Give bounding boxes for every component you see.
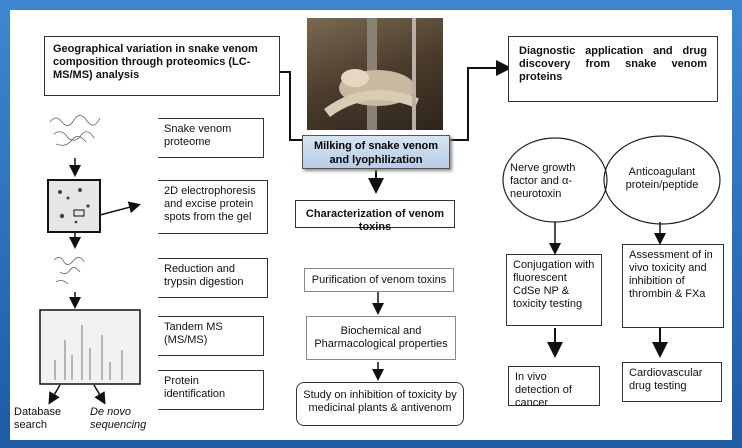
electrophoresis-text: 2D electrophoresis and excise protein sp… bbox=[164, 185, 256, 223]
denovo-label: De novo sequencing bbox=[90, 406, 147, 431]
inhibition-text: Study on inhibition of toxicity by medic… bbox=[303, 389, 457, 414]
inhibition-box: Study on inhibition of toxicity by medic… bbox=[296, 382, 464, 426]
snake-milking-photo bbox=[307, 18, 443, 130]
milking-to-diag-connector bbox=[450, 60, 512, 141]
biochemical-text: Biochemical and Pharmacological properti… bbox=[314, 325, 448, 350]
detection-box: In vivo detection of cancer bbox=[508, 366, 600, 409]
cardio-box: Cardiovascular drug testing bbox=[622, 362, 722, 402]
anticoag-text: Anticoagulant protein/peptide bbox=[625, 166, 699, 191]
anticoag-circle bbox=[603, 135, 721, 225]
milking-box: Milking of snake venom and lyophilizatio… bbox=[302, 135, 450, 169]
characterization-text: Characterization of venom toxins bbox=[305, 208, 445, 233]
proteome-sketch bbox=[49, 115, 101, 146]
spot-arrow bbox=[99, 201, 141, 216]
conjugation-box: Conjugation with fluorescent CdSe NP & t… bbox=[506, 254, 602, 326]
digest-sketch bbox=[53, 257, 85, 285]
database-search-label: Database search bbox=[14, 406, 62, 431]
protein-id-text: Protein identification bbox=[164, 375, 226, 400]
cardio-text: Cardiovascular drug testing bbox=[629, 367, 703, 392]
diagnostic-box: Diagnostic application and drug discover… bbox=[508, 36, 718, 102]
spectrum-peaks bbox=[54, 325, 123, 380]
geo-to-milking-connector bbox=[280, 71, 302, 141]
tandem-ms-box: Tandem MS (MS/MS) bbox=[158, 316, 264, 356]
db-arrow bbox=[48, 384, 61, 405]
gel-image bbox=[47, 179, 101, 233]
conjugation-text: Conjugation with fluorescent CdSe NP & t… bbox=[513, 259, 595, 310]
reduction-box: Reduction and trypsin digestion bbox=[158, 258, 268, 298]
ngf-circle bbox=[502, 137, 608, 223]
milking-text: Milking of snake venom and lyophilizatio… bbox=[313, 140, 439, 166]
diagram-panel: Geographical variation in snake venom co… bbox=[10, 10, 732, 440]
purification-box: Purification of venom toxins bbox=[304, 268, 454, 292]
reduction-text: Reduction and trypsin digestion bbox=[164, 263, 244, 288]
purification-text: Purification of venom toxins bbox=[311, 274, 447, 286]
characterization-box: Characterization of venom toxins bbox=[295, 200, 455, 233]
geo-variation-box: Geographical variation in snake venom co… bbox=[44, 36, 280, 96]
venom-proteome-box: Snake venom proteome bbox=[158, 118, 264, 158]
electrophoresis-box: 2D electrophoresis and excise protein sp… bbox=[158, 180, 268, 234]
tandem-ms-text: Tandem MS (MS/MS) bbox=[164, 321, 223, 346]
detection-text: In vivo detection of cancer bbox=[515, 371, 572, 409]
geo-variation-text: Geographical variation in snake venom co… bbox=[53, 43, 258, 81]
connector-layer bbox=[39, 60, 721, 405]
denovo-arrow bbox=[93, 384, 106, 405]
assessment-box: Assessment of in vivo toxicity and inhib… bbox=[622, 244, 724, 328]
gel-spots bbox=[58, 188, 90, 224]
venom-proteome-text: Snake venom proteome bbox=[164, 123, 232, 148]
ngf-text: Nerve growth factor and α-neurotoxin bbox=[510, 162, 576, 200]
biochemical-box: Biochemical and Pharmacological properti… bbox=[306, 316, 456, 360]
diagnostic-text: Diagnostic application and drug discover… bbox=[519, 45, 707, 83]
assessment-text: Assessment of in vivo toxicity and inhib… bbox=[629, 249, 713, 300]
protein-id-box: Protein identification bbox=[158, 370, 264, 410]
